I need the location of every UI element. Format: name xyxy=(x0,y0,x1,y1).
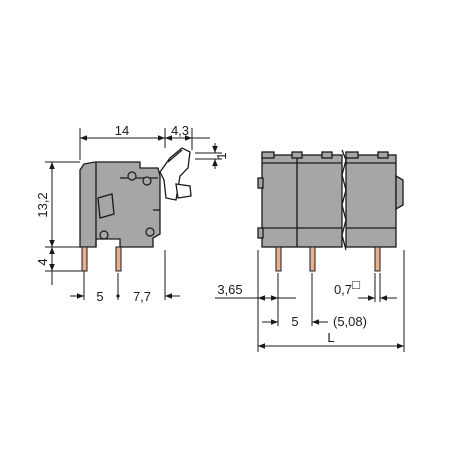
front-top-tab-4 xyxy=(345,151,359,159)
front-side-tab-2 xyxy=(257,227,264,239)
dim-77-label: 7,7 xyxy=(133,289,151,304)
operating-lever xyxy=(159,147,191,201)
dim-508-label: (5,08) xyxy=(333,314,367,329)
front-pin-3 xyxy=(374,246,381,272)
side-hole-2 xyxy=(142,176,152,186)
dim-4-label: 4 xyxy=(35,258,50,265)
front-housing-left xyxy=(261,154,343,248)
front-top-tab-3 xyxy=(321,151,333,159)
side-hole-4 xyxy=(145,227,155,237)
front-latch xyxy=(395,174,404,211)
dim-07-square: □ xyxy=(352,277,360,292)
front-side-tab-1 xyxy=(257,177,264,189)
front-housing-right xyxy=(345,154,397,248)
dim-5-front-label: 5 xyxy=(291,314,298,329)
dim-07-label: 0,7 xyxy=(334,282,352,297)
side-pin-2 xyxy=(115,246,122,272)
dim-14-label: 14 xyxy=(115,123,129,138)
dim-L-label: L xyxy=(327,330,334,345)
dim-1-label: 1 xyxy=(214,152,229,159)
break-mark xyxy=(341,149,347,251)
side-hole-1 xyxy=(127,171,137,181)
side-view: 14 4,3 1 13,2 xyxy=(35,123,229,304)
dim-43-label: 4,3 xyxy=(171,123,189,138)
front-top-tab-5 xyxy=(377,151,389,159)
clamp-window xyxy=(97,193,115,219)
front-pin-2 xyxy=(309,246,316,272)
dim-132-label: 13,2 xyxy=(35,192,50,217)
side-hole-3 xyxy=(99,230,109,240)
side-housing xyxy=(79,161,161,248)
dim-365-label: 3,65 xyxy=(217,282,242,297)
front-view: 3,65 0,7 □ 5 (5,08) L xyxy=(215,149,405,352)
side-pin-1 xyxy=(81,246,88,272)
dim-5-side-label: 5 xyxy=(96,289,103,304)
front-top-tab-1 xyxy=(261,151,275,159)
dim-dot xyxy=(116,294,120,298)
lever-tip xyxy=(175,183,192,199)
lever-ridge xyxy=(167,149,183,163)
front-top-tab-2 xyxy=(291,151,303,159)
front-pin-1 xyxy=(275,246,282,272)
